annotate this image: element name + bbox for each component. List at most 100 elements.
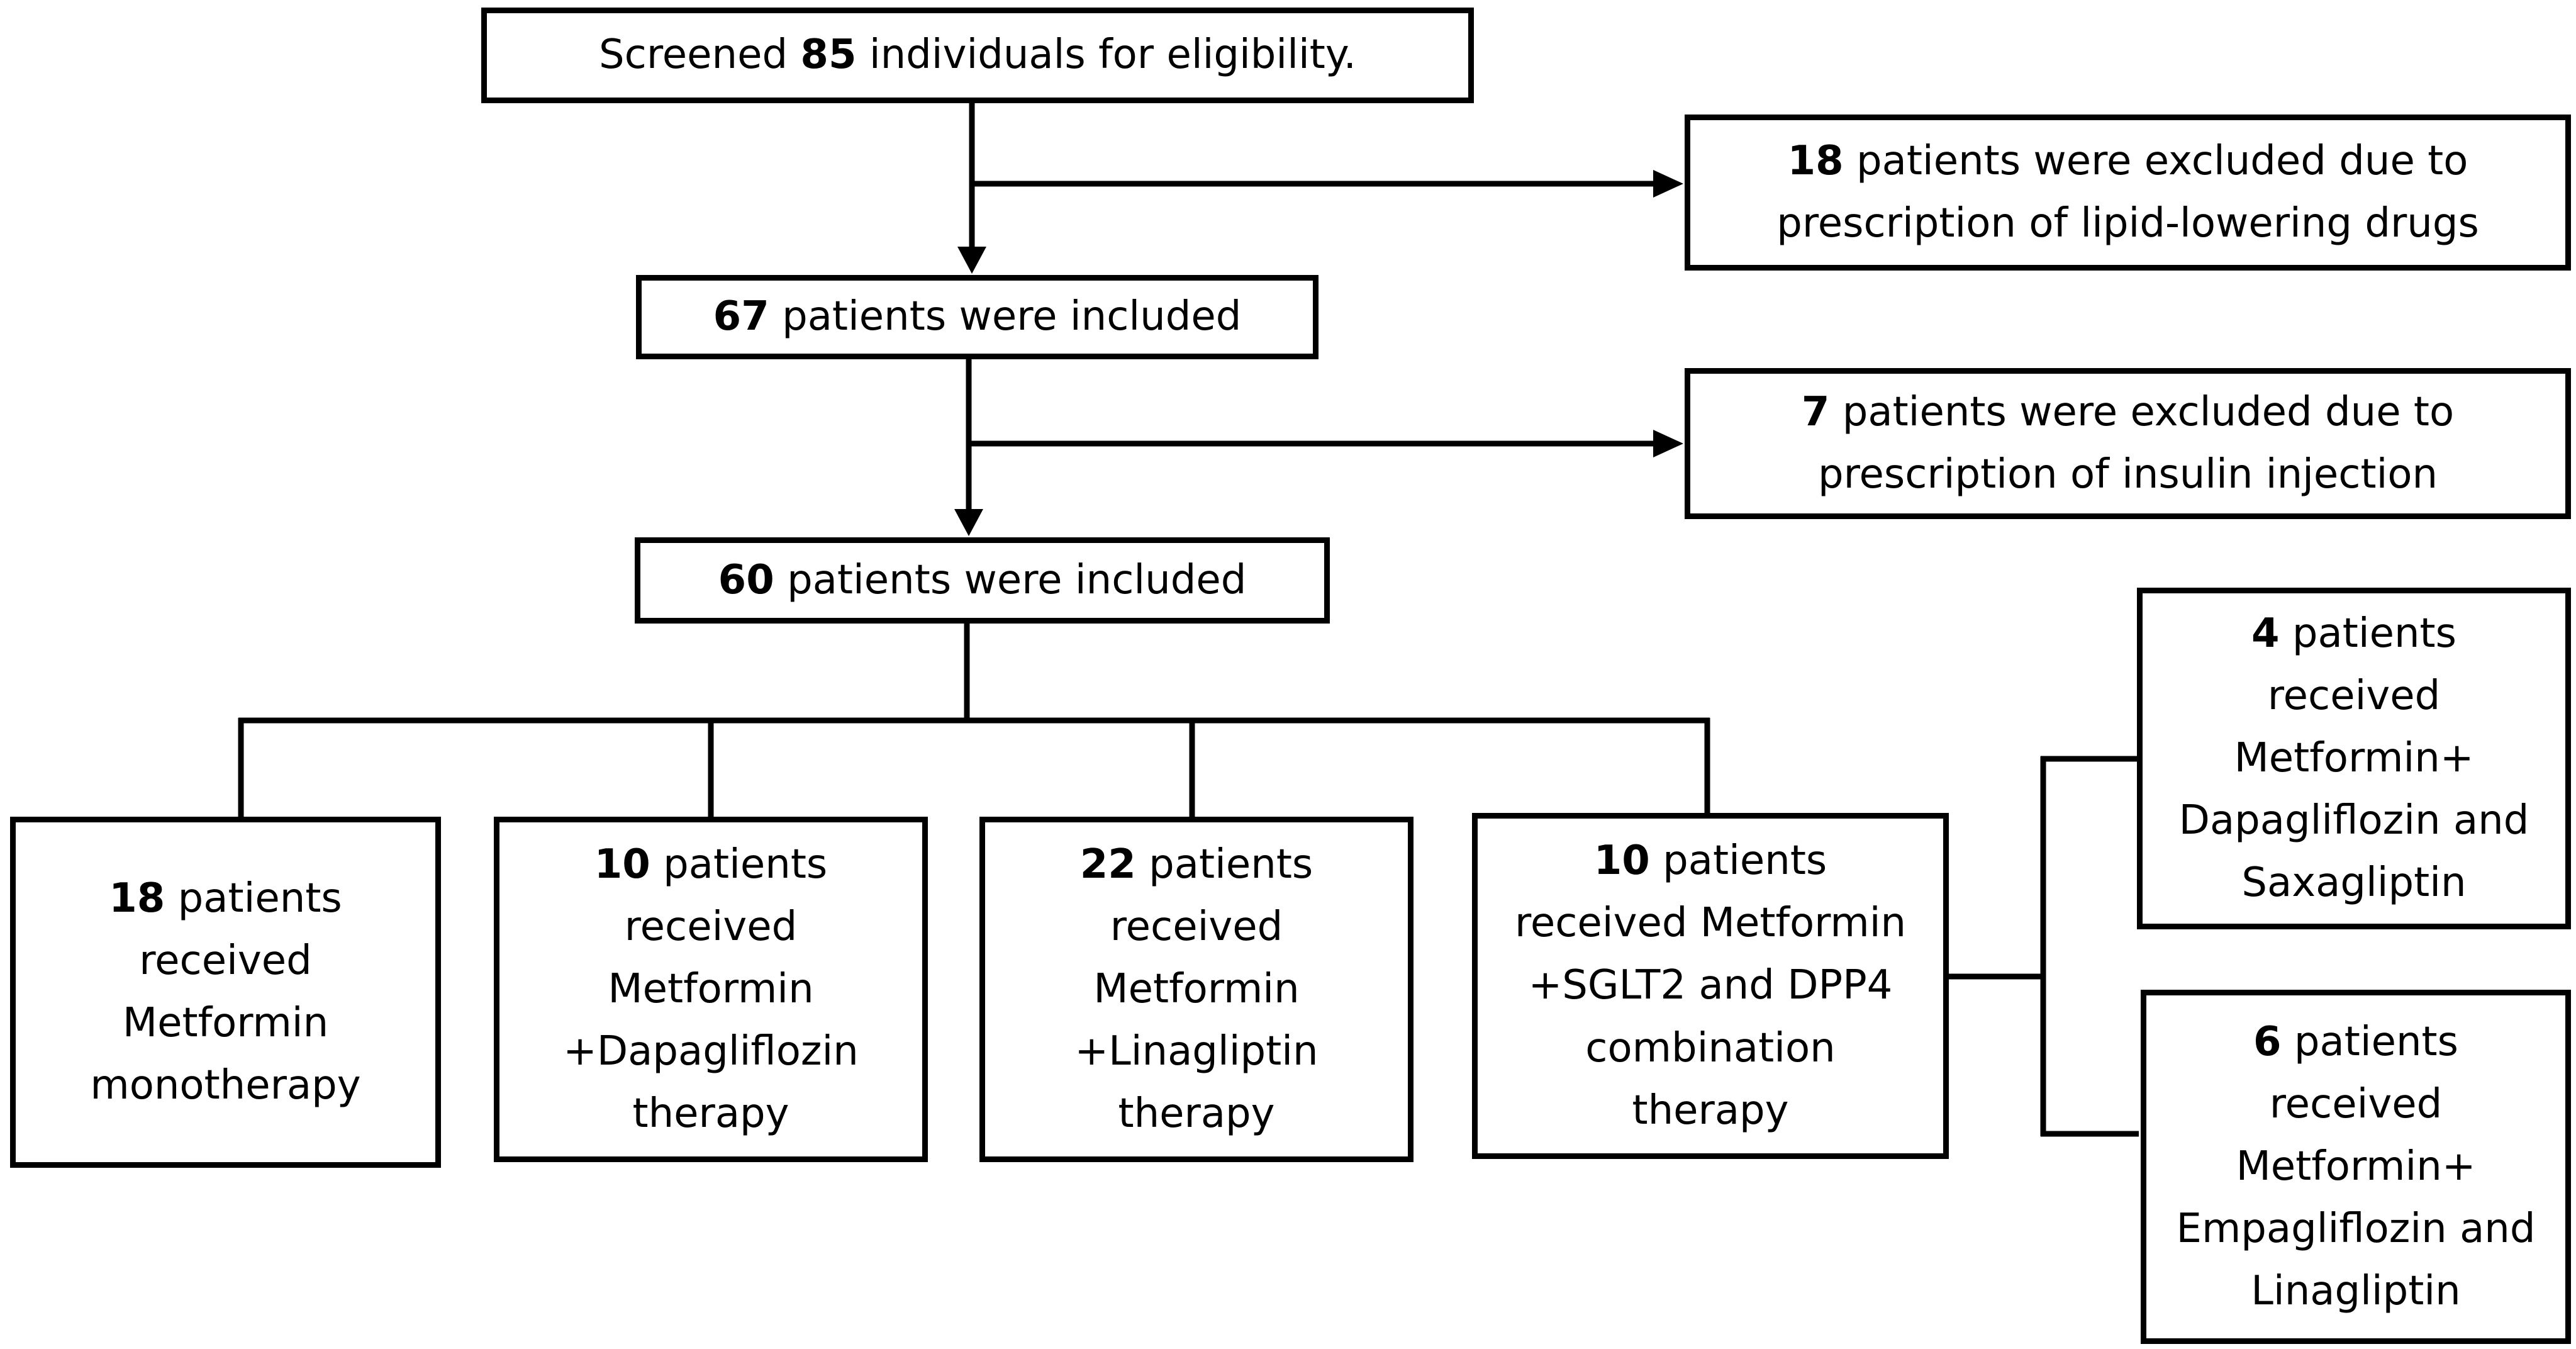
box-text: 10 patients received Metformin +SGLT2 and … [1515,830,1906,1142]
box-text-line: +SGLT2 and DPP4 [1515,954,1906,1017]
box-label-text: Metformin+ [2236,1143,2476,1190]
patient-count: 22 [1079,841,1136,888]
box-text-line: 4 patients [2179,603,2529,665]
box-label-text: patients were included [774,556,1247,603]
box-label-text: received [2267,672,2441,719]
box-label-text: +Dapagliflozin [563,1028,859,1075]
box-label-text: Empagliflozin and [2176,1206,2536,1253]
box-label-text: patients [165,875,342,922]
box-text-line: received Metformin [1515,892,1906,954]
patient-count: 85 [800,31,857,79]
patient-count: 67 [713,293,769,340]
box-label-text: received [624,903,798,950]
box-label-text: received [139,937,312,984]
box-text-line: 10 patients [563,834,859,896]
patient-count: 18 [109,875,165,922]
box-text-line: monotherapy [90,1055,360,1117]
box-text-line: received [90,930,360,992]
box-label-text: patients [1135,841,1313,888]
box-label-text: therapy [1632,1087,1789,1134]
box-text-line: Linagliptin [2177,1260,2536,1323]
box-label-text: combination [1585,1024,1836,1072]
patient-count: 18 [1787,137,1844,184]
box-text-line: prescription of insulin injection [1802,444,2454,506]
box-label-text: patients [1649,837,1827,885]
box-excluded-insulin: 7 patients were excluded due to prescript… [1685,368,2571,519]
box-text-line: 10 patients [1515,830,1906,892]
box-label-text: patients were included [769,293,1242,340]
box-text-line: Empagliflozin and [2177,1198,2536,1260]
box-label-text: patients were excluded due to [1829,388,2455,435]
box-text-line: 7 patients were excluded due to [1802,381,2454,444]
box-label-text: received [1110,903,1283,950]
box-label-text: +SGLT2 and DPP4 [1528,962,1893,1009]
box-label-text: +Linagliptin [1074,1028,1319,1075]
box-label-text: Metformin [1093,965,1300,1012]
box-label-text: patients [2281,1018,2458,1065]
box-text-line: 22 patients [1074,834,1318,896]
box-text: 7 patients were excluded due to prescript… [1802,381,2454,506]
box-text-line: Saxagliptin [2179,852,2529,914]
box-label-text: prescription of insulin injection [1817,451,2438,498]
box-text-line: Screened 85 individuals for eligibility. [599,24,1356,86]
arrowhead-to-excluded-insulin [1653,430,1683,457]
box-text-line: received [563,896,859,958]
box-label-text: individuals for eligibility. [856,31,1356,79]
box-label-text: therapy [1118,1090,1275,1138]
box-text-line: Metformin [1074,958,1318,1021]
box-metformin-sglt2-dpp4-combination: 10 patients received Metformin +SGLT2 and … [1472,813,1949,1159]
box-label-text: therapy [632,1090,789,1138]
box-label-text: Dapagliflozin and [2178,797,2529,844]
patient-count: 10 [1593,837,1650,885]
box-text-line: Metformin+ [2177,1136,2536,1198]
patient-count: 60 [718,556,774,603]
box-text-line: Metformin [90,992,360,1055]
arrowhead-screened-to-67 [957,247,986,274]
box-text: 60 patients were included [718,549,1247,612]
box-text: Screened 85 individuals for eligibility. [599,24,1356,86]
box-text-line: combination [1515,1017,1906,1080]
patient-count: 7 [1801,388,1830,435]
box-label-text: patients were excluded due to [1843,137,2468,184]
arrowhead-67-to-60 [954,509,983,536]
box-text-line: therapy [563,1083,859,1145]
box-label-text: Metformin+ [2234,734,2474,781]
box-screened: Screened 85 individuals for eligibility. [481,8,1474,103]
box-label-text: prescription of lipid-lowering drugs [1776,200,2479,247]
box-text-line: Metformin+ [2179,727,2529,790]
box-text-line: 6 patients [2177,1011,2536,1073]
box-included-60: 60 patients were included [635,537,1330,624]
box-label-text: Metformin [122,1000,329,1046]
box-label-text: patients [650,841,828,888]
box-label-text: Metformin [608,965,814,1012]
patient-count: 6 [2253,1018,2282,1065]
arrowhead-to-excluded-lipid [1653,170,1683,198]
box-text-line: 18 patients [90,868,360,930]
box-label-text: received Metformin [1514,900,1907,947]
box-text-line: 67 patients were included [713,286,1242,348]
box-label-text: received [2269,1080,2443,1128]
box-text-line: therapy [1515,1080,1906,1142]
box-text-line: +Linagliptin [1074,1021,1318,1083]
box-text-line: received [2177,1073,2536,1136]
patient-count: 10 [594,841,650,888]
box-label-text: monotherapy [90,1062,361,1109]
box-excluded-lipid-lowering: 18 patients were excluded due to prescrip… [1685,115,2571,271]
box-label-text: Saxagliptin [2241,859,2467,907]
patient-count: 4 [2251,610,2280,657]
box-text-line: prescription of lipid-lowering drugs [1776,193,2479,255]
box-text-line: received [2179,665,2529,727]
box-text: 18 patients were excluded due to prescrip… [1776,130,2479,255]
box-text-line: Metformin [563,958,859,1021]
box-text-line: 18 patients were excluded due to [1776,130,2479,193]
